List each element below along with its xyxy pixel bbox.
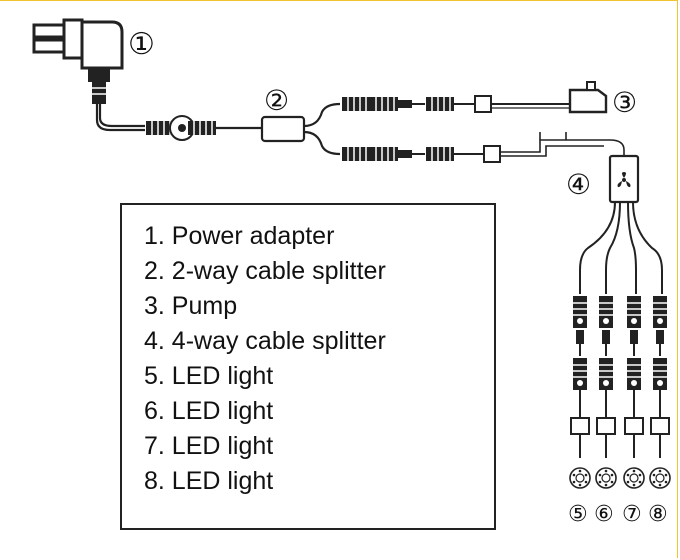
- callout-6: ⑥: [594, 502, 614, 527]
- legend-item-led-light-6: 6. LED light: [144, 397, 274, 425]
- callout-2: ②: [264, 84, 289, 117]
- callout-7: ⑦: [622, 502, 642, 527]
- four-way-cables: [579, 201, 663, 294]
- power-adapter: [32, 18, 124, 104]
- callout-3: ③: [612, 86, 637, 119]
- legend-item-led-light-8: 8. LED light: [144, 467, 274, 495]
- led-light-5: [569, 467, 591, 489]
- callout-8: ⑧: [648, 502, 668, 527]
- upper-cap: [474, 95, 492, 113]
- callout-1: ①: [128, 27, 155, 62]
- legend-item-power-adapter: 1. Power adapter: [144, 222, 335, 250]
- legend-item-2-way-splitter: 2. 2-way cable splitter: [144, 257, 386, 285]
- lower-plug: [398, 150, 412, 158]
- two-way-splitter: [260, 115, 306, 143]
- fan-icon: [617, 172, 631, 188]
- legend-item-4-way-splitter: 4. 4-way cable splitter: [144, 327, 386, 355]
- adapter-cable: [95, 104, 262, 132]
- upper-plug: [398, 100, 412, 108]
- light-chains: [570, 295, 670, 458]
- led-light-7: [623, 467, 645, 489]
- splitter-branches: [303, 102, 341, 156]
- legend-item-led-light-7: 7. LED light: [144, 432, 274, 460]
- four-way-splitter: [608, 154, 640, 204]
- legend-item-led-light-5: 5. LED light: [144, 362, 274, 390]
- led-light-6: [595, 467, 617, 489]
- callout-5: ⑤: [568, 502, 588, 527]
- legend-box: 1. Power adapter 2. 2-way cable splitter…: [120, 203, 496, 530]
- pump: [568, 81, 608, 114]
- lower-cap: [483, 145, 501, 163]
- callout-4: ④: [566, 168, 591, 201]
- led-light-8: [649, 467, 671, 489]
- lower-cable: [500, 132, 625, 157]
- legend-item-pump: 3. Pump: [144, 292, 238, 320]
